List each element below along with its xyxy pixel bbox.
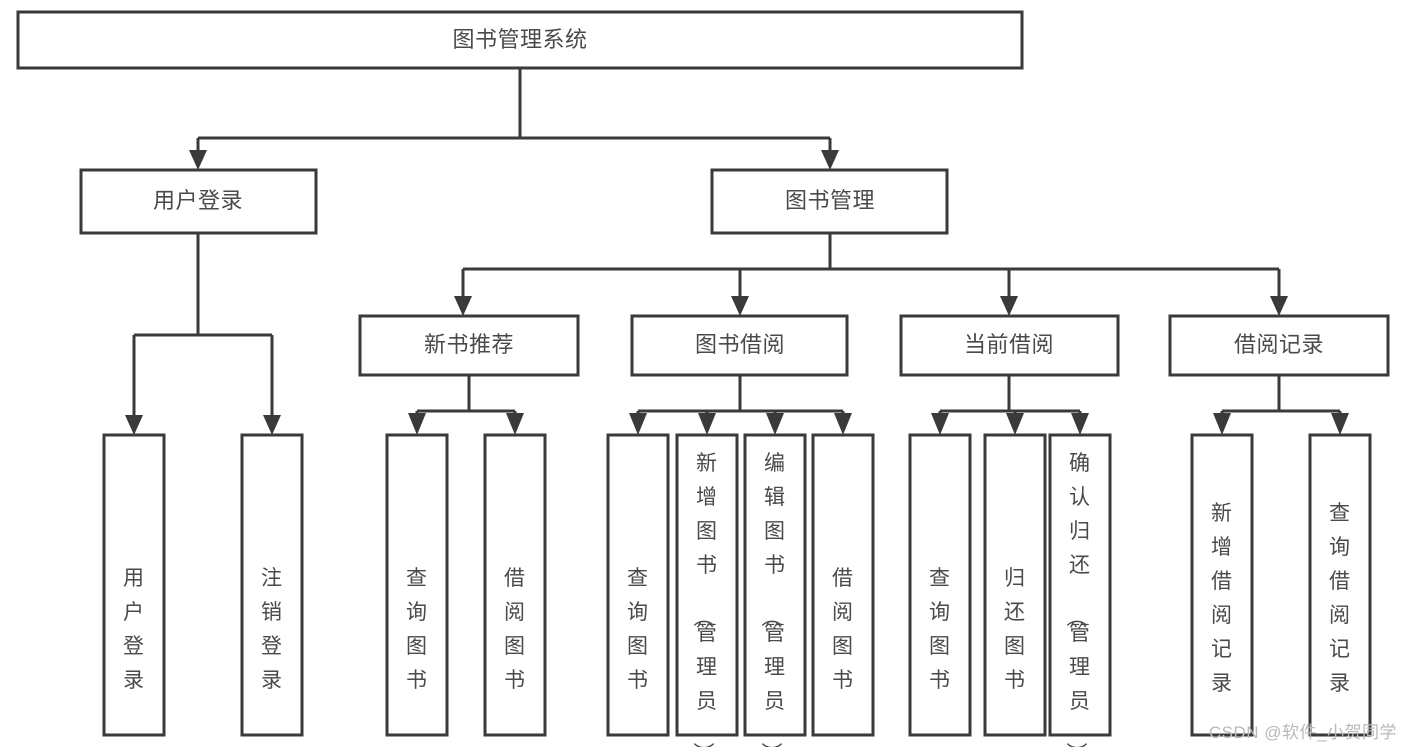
node-book-borrow-label: 图书借阅 (695, 332, 785, 357)
arrowhead-user-login (189, 150, 207, 170)
node-book-manage[interactable]: 图书管理 (710, 168, 949, 235)
arrowhead-borrow-record (1270, 296, 1288, 316)
arrowhead-leaf-add-book (698, 413, 716, 435)
arrowhead-leaf-query-record (1331, 413, 1349, 435)
arrowhead-new-book-rec (454, 296, 472, 316)
arrowhead-book-manage (821, 150, 839, 170)
node-user-login[interactable]: 用户登录 (79, 168, 318, 235)
node-current-borrow[interactable]: 当前借阅 (899, 314, 1120, 377)
node-book-borrow[interactable]: 图书借阅 (630, 314, 849, 377)
arrowhead-leaf-return-book (1006, 413, 1024, 435)
arrowhead-leaf-query-book-1 (408, 413, 426, 435)
node-leaf-query-book-3[interactable]: 查询图书 (908, 433, 972, 737)
node-borrow-record-label: 借阅记录 (1234, 332, 1324, 357)
arrowhead-leaf-query-book-3 (931, 413, 949, 435)
node-new-book-rec[interactable]: 新书推荐 (358, 314, 580, 377)
node-leaf-confirm-return[interactable]: 确认归还（管理员） (1048, 433, 1112, 747)
arrowhead-leaf-user-logout (263, 415, 281, 435)
node-leaf-edit-book[interactable]: 编辑图书（管理员） (743, 433, 807, 747)
node-root[interactable]: 图书管理系统 (16, 10, 1024, 70)
node-leaf-query-record[interactable]: 查询借阅记录 (1308, 433, 1372, 737)
node-new-book-rec-label: 新书推荐 (424, 332, 514, 357)
node-leaf-edit-book-label: 编辑图书（管理员） (759, 452, 786, 747)
connector-layer (125, 68, 1349, 435)
node-leaf-query-book-3-label: 查询图书 (929, 567, 951, 692)
node-leaf-user-login[interactable]: 用户登录 (102, 433, 166, 737)
arrowhead-leaf-user-login (125, 415, 143, 435)
node-leaf-borrow-book-2-label: 借阅图书 (832, 567, 854, 692)
node-leaf-query-book-2-label: 查询图书 (627, 567, 649, 692)
node-leaf-borrow-book-1-label: 借阅图书 (504, 567, 526, 692)
node-leaf-add-record[interactable]: 新增借阅记录 (1190, 433, 1254, 737)
node-current-borrow-label: 当前借阅 (964, 332, 1054, 357)
arrowhead-book-borrow (731, 296, 749, 316)
node-leaf-return-book-label: 归还图书 (1004, 567, 1026, 692)
arrowhead-leaf-borrow-book-2 (834, 413, 852, 435)
node-leaf-add-record-label: 新增借阅记录 (1211, 502, 1233, 695)
node-leaf-query-book-1-label: 查询图书 (406, 567, 428, 692)
node-leaf-query-book-2[interactable]: 查询图书 (606, 433, 670, 737)
node-leaf-add-book-label: 新增图书（管理员） (691, 452, 718, 747)
node-leaf-query-record-label: 查询借阅记录 (1329, 502, 1351, 695)
node-leaf-return-book[interactable]: 归还图书 (983, 433, 1047, 737)
node-leaf-add-book[interactable]: 新增图书（管理员） (675, 433, 739, 747)
arrowhead-leaf-add-record (1213, 413, 1231, 435)
node-leaf-user-logout[interactable]: 注销登录 (240, 433, 304, 737)
arrowhead-leaf-edit-book (766, 413, 784, 435)
node-leaf-confirm-return-label: 确认归还（管理员） (1064, 452, 1091, 747)
arrowhead-current-borrow (1000, 296, 1018, 316)
node-leaf-borrow-book-1[interactable]: 借阅图书 (483, 433, 547, 737)
node-leaf-query-book-1[interactable]: 查询图书 (385, 433, 449, 737)
node-book-manage-label: 图书管理 (785, 188, 875, 213)
node-borrow-record[interactable]: 借阅记录 (1168, 314, 1390, 377)
arrowhead-leaf-confirm-return (1071, 413, 1089, 435)
node-leaf-user-login-label: 用户登录 (123, 567, 145, 692)
node-leaf-borrow-book-2[interactable]: 借阅图书 (811, 433, 875, 737)
node-leaf-user-logout-label: 注销登录 (261, 567, 283, 692)
node-root-label: 图书管理系统 (452, 27, 587, 52)
node-user-login-label: 用户登录 (153, 188, 243, 213)
arrowhead-leaf-query-book-2 (629, 413, 647, 435)
arrowhead-leaf-borrow-book-1 (506, 413, 524, 435)
